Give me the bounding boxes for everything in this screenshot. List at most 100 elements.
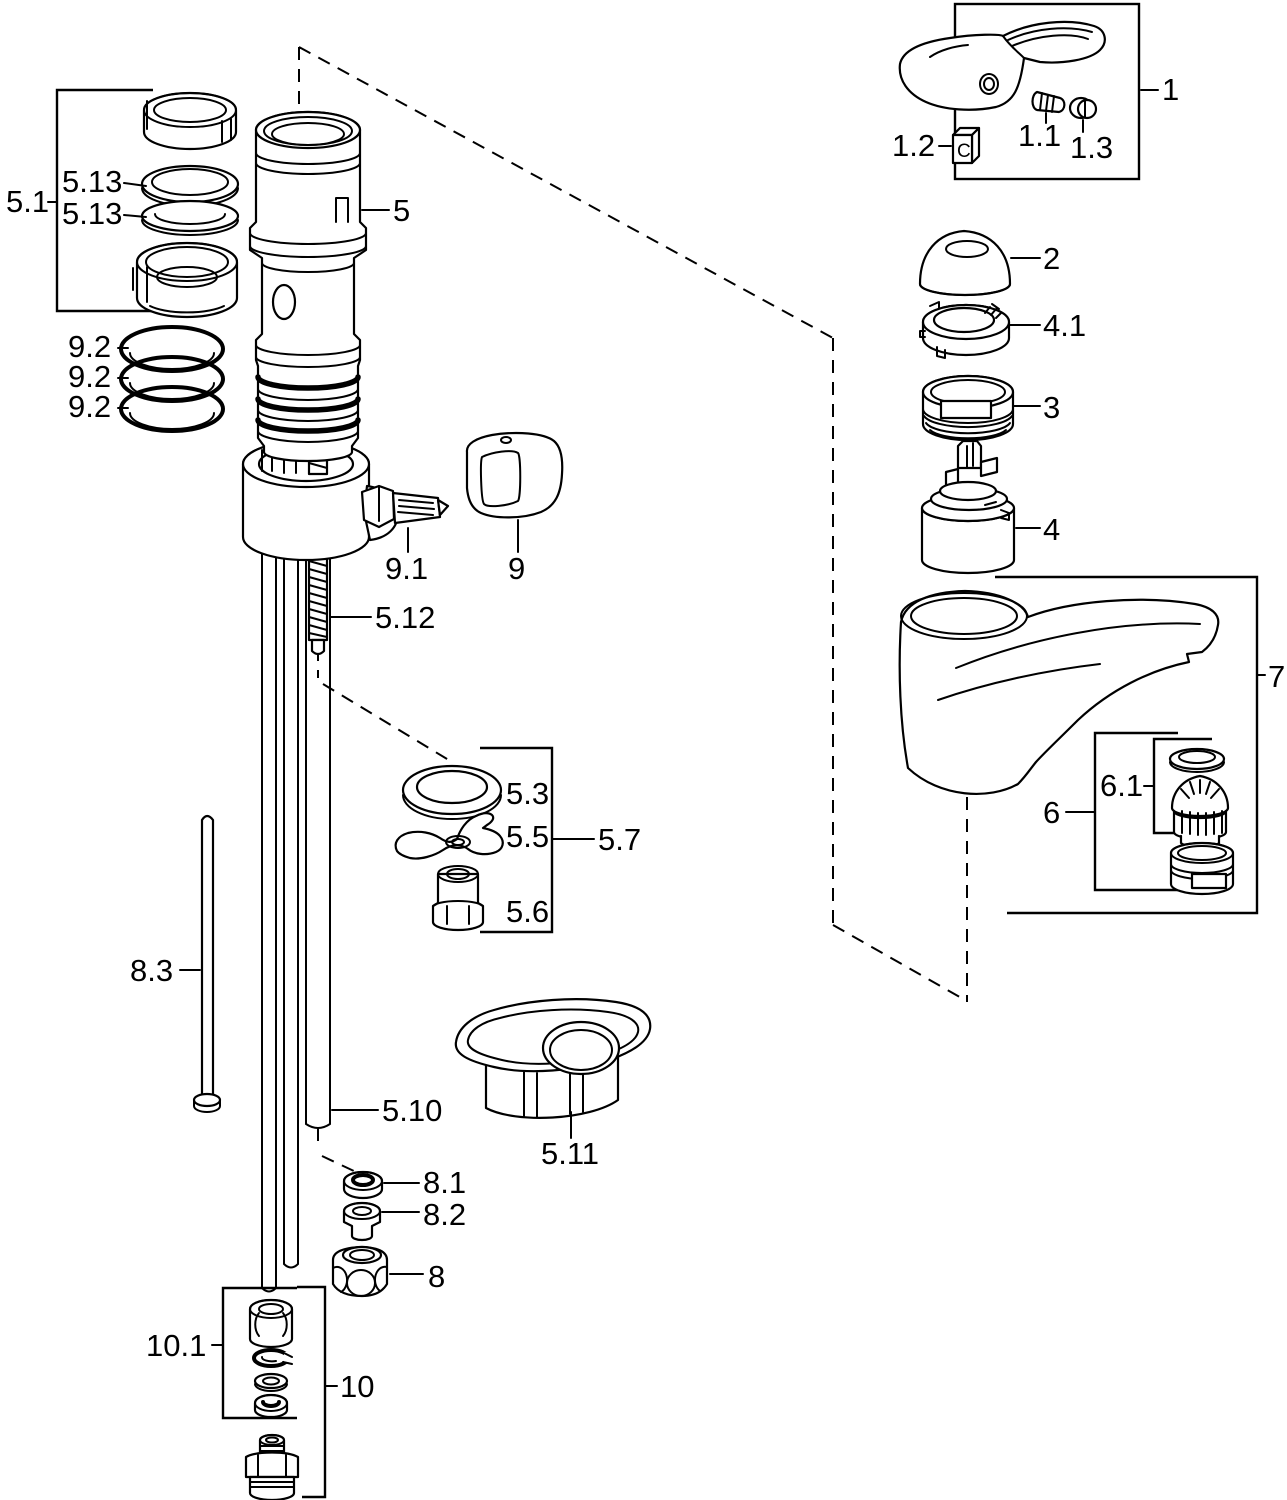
aerator-washer-hole [1178,750,1216,764]
part-label: 5.10 [382,1093,442,1128]
rod-washer-top [343,1171,383,1191]
label-5-1: 5.1 [6,184,58,219]
cartridge-top-disc [938,480,998,502]
label-8: 8 [389,1259,445,1294]
coupling-cap-nut-body [248,1298,294,1349]
lock-ring-hole [932,306,996,334]
protective-cap [465,431,564,519]
dome-cap-top-detail [945,240,989,258]
lever-screw-hole [979,73,999,95]
label-5-13-b: 5.13 [62,196,147,231]
horseshoe-washer-outline [394,812,504,860]
lift-pipe-5-10 [305,519,331,1129]
faucet-body-top-rim [900,592,1028,640]
faucet-body [898,589,1220,796]
part-label: 5.12 [375,600,435,635]
coupling-fitting-hex-facets [257,1454,287,1478]
main-cartridge-rings [249,152,367,443]
base-plate-inner-rim [466,1008,640,1065]
set-screw-threads [1039,92,1055,113]
label-1-3: 1.3 [1070,119,1113,165]
slide-ring-b-detail [141,213,239,236]
part-label: 6 [1043,795,1060,830]
group-bracket-10-1 [221,1286,297,1420]
clamp-band-seams [146,100,232,143]
part-label: 8 [428,1259,445,1294]
lever-screw-hole-inner [983,77,995,91]
label-5-10: 5.10 [331,1093,442,1128]
part-label: 3 [1043,390,1060,425]
packing-washer [253,1393,289,1419]
label-1-1: 1.1 [1018,112,1061,153]
label-5: 5 [361,193,410,228]
cartridge-lug-right [979,456,999,478]
coupling-fitting-hex [244,1451,300,1479]
part-label: 5.5 [506,819,549,854]
main-cartridge [248,110,368,463]
clamp-band-inner [153,97,227,123]
rod-washer [342,1170,384,1200]
aerator-housing-window [1190,872,1228,890]
aerator-insert-dome [1170,774,1230,818]
base-plate [454,998,652,1119]
part-label: 8.3 [130,953,173,988]
adapter-marking: C [957,141,971,162]
rod-bushing-body [342,1201,382,1242]
threaded-ring-ridges [922,408,1014,440]
part-label: 5.7 [598,822,641,857]
lock-washer-ends [261,1352,293,1365]
pop-up-rod-shaft [200,814,215,1098]
rod-nut-top [437,865,479,883]
o-ring-2-inner [129,382,215,400]
lock-ring-tabs [919,301,1002,359]
mounting-nut-hole [349,1249,375,1261]
retainer-cup [132,241,239,319]
side-valve-splines [397,499,435,516]
plug-screw [1068,96,1098,120]
retainer-cup-inner [145,246,229,278]
retainer-cup-bottom-inner [156,266,218,288]
part-label: 5.6 [506,894,549,929]
label-6: 6 [1043,795,1095,830]
hidden-assembly-lines [298,46,968,1173]
part-label: 2 [1043,241,1060,276]
part-label: 1.2 [892,128,935,163]
supply-pipe-left [261,519,277,1293]
part-label: 10 [340,1369,374,1404]
lever-detail-lines [929,27,1093,59]
supply-pipes [261,519,331,1293]
retainer-cup-detail [132,266,225,314]
group-box-7 [995,575,1259,915]
label-3: 3 [1013,390,1060,425]
label-6-1: 6.1 [1100,768,1154,803]
slide-ring-a [140,164,240,207]
rod-bushing [342,1201,382,1242]
rod-nut [431,865,485,932]
mounting-nut [331,1245,389,1298]
part-label: 1 [1162,72,1179,107]
rod-washer-ring [351,1173,375,1187]
flat-washer-outline [253,1372,289,1390]
part-label: 1.3 [1070,130,1113,165]
lever-handle [898,20,1106,111]
base-gasket-thickness [402,794,502,820]
label-4: 4 [1015,512,1060,547]
flat-washer [253,1372,289,1392]
label-8-2: 8.2 [381,1197,466,1232]
coupling-cap-nut [248,1298,294,1349]
label-9-2-a: 9.2 [68,329,129,364]
part-label: 10.1 [146,1328,206,1363]
threaded-rod-tip [310,638,326,656]
o-ring-3 [119,385,225,433]
slide-ring-b [140,199,240,236]
part-label: 9.2 [68,329,111,364]
flat-washer-thickness [254,1383,288,1392]
dome-cap-base [919,283,1011,296]
main-cartridge-port [271,283,297,321]
coupling-cap-nut-scallops [254,1312,288,1337]
label-1-2: 1.2 [892,128,952,163]
pop-up-rod-foot [192,1092,222,1108]
part-label: 8.1 [423,1165,466,1200]
label-9: 9 [508,519,525,586]
